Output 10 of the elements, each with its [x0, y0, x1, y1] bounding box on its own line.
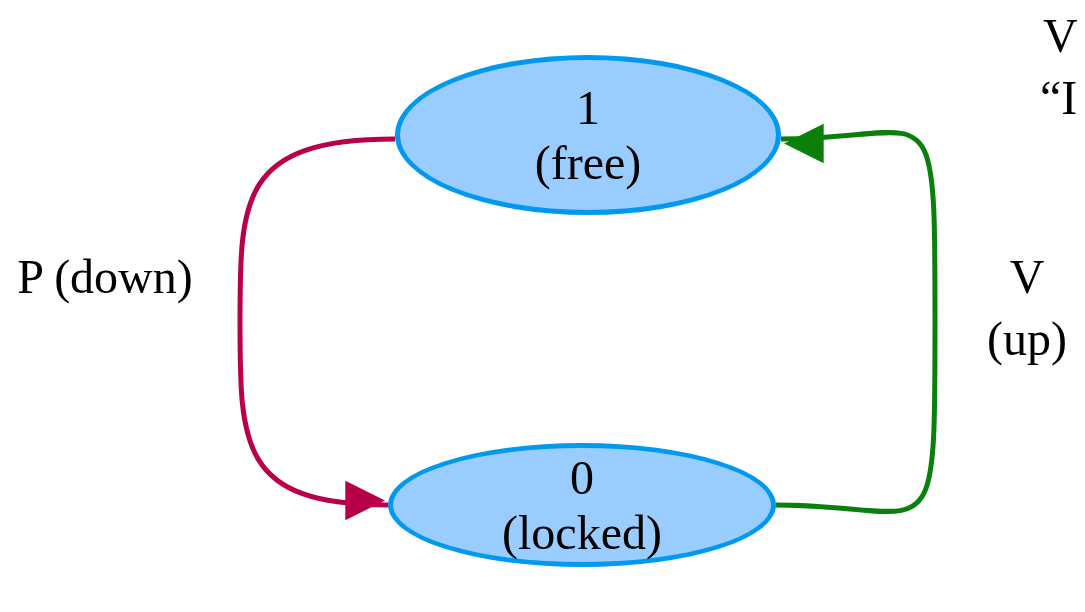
edge-label: V (up)	[986, 249, 1068, 368]
edge-label: P (down)	[16, 249, 194, 306]
arrow	[237, 136, 396, 519]
arrow	[775, 122, 938, 514]
note-text: “I	[1040, 70, 1078, 125]
note-text: V	[1043, 8, 1078, 63]
state-label: 1	[576, 79, 600, 135]
state-label: 0	[570, 449, 594, 505]
state-label: (locked)	[502, 505, 662, 561]
state-label: (free)	[534, 135, 642, 191]
